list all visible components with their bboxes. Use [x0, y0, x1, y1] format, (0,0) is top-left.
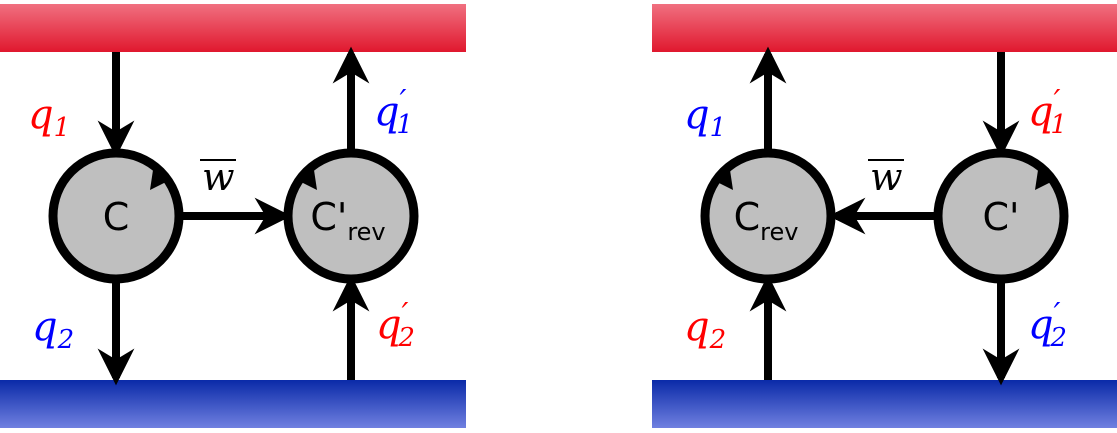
- engine-c-prime-name: C': [310, 195, 347, 239]
- engine-c-prime-rev: C'rev: [283, 148, 419, 284]
- label-q2-prime: q′2: [1028, 297, 1067, 353]
- engine-c-rev-sub: rev: [760, 218, 798, 246]
- engine-c-rev: Crev: [700, 148, 836, 284]
- engine-c-name: C: [103, 195, 130, 239]
- cold-reservoir: [652, 380, 1117, 428]
- label-q2: q2: [684, 304, 726, 355]
- hot-reservoir: [0, 4, 466, 52]
- right-panel: Crev C' q1 q2 q′1 q′2 w: [652, 4, 1117, 428]
- engine-c-prime: C': [933, 148, 1069, 284]
- rotation-arrow-icon: [713, 170, 733, 190]
- label-q2: q2: [32, 304, 74, 355]
- label-q2-prime: q′2: [376, 297, 415, 353]
- svg-text:Crev: Crev: [734, 195, 799, 246]
- label-q1: q1: [28, 92, 70, 143]
- label-work: w: [870, 155, 903, 199]
- label-q1-prime: q′1: [374, 84, 413, 140]
- rotation-arrow-icon: [150, 170, 170, 190]
- engine-c: C: [48, 148, 184, 284]
- engine-c-prime-name: C': [983, 195, 1020, 239]
- left-panel: C C'rev q1 q2 q′1 q′2 w: [0, 4, 466, 428]
- label-q1: q1: [684, 92, 726, 143]
- label-q1-prime: q′1: [1028, 84, 1067, 140]
- hot-reservoir: [652, 4, 1117, 52]
- rotation-arrow-icon: [1035, 170, 1055, 190]
- svg-text:C'rev: C'rev: [310, 195, 385, 246]
- engine-c-rev-name: C: [734, 195, 761, 239]
- svg-text:C: C: [103, 195, 130, 239]
- engine-c-prime-sub: rev: [347, 218, 385, 246]
- svg-text:C': C': [983, 195, 1020, 239]
- cold-reservoir: [0, 380, 466, 428]
- rotation-arrow-icon: [297, 170, 317, 190]
- label-work: w: [202, 155, 235, 199]
